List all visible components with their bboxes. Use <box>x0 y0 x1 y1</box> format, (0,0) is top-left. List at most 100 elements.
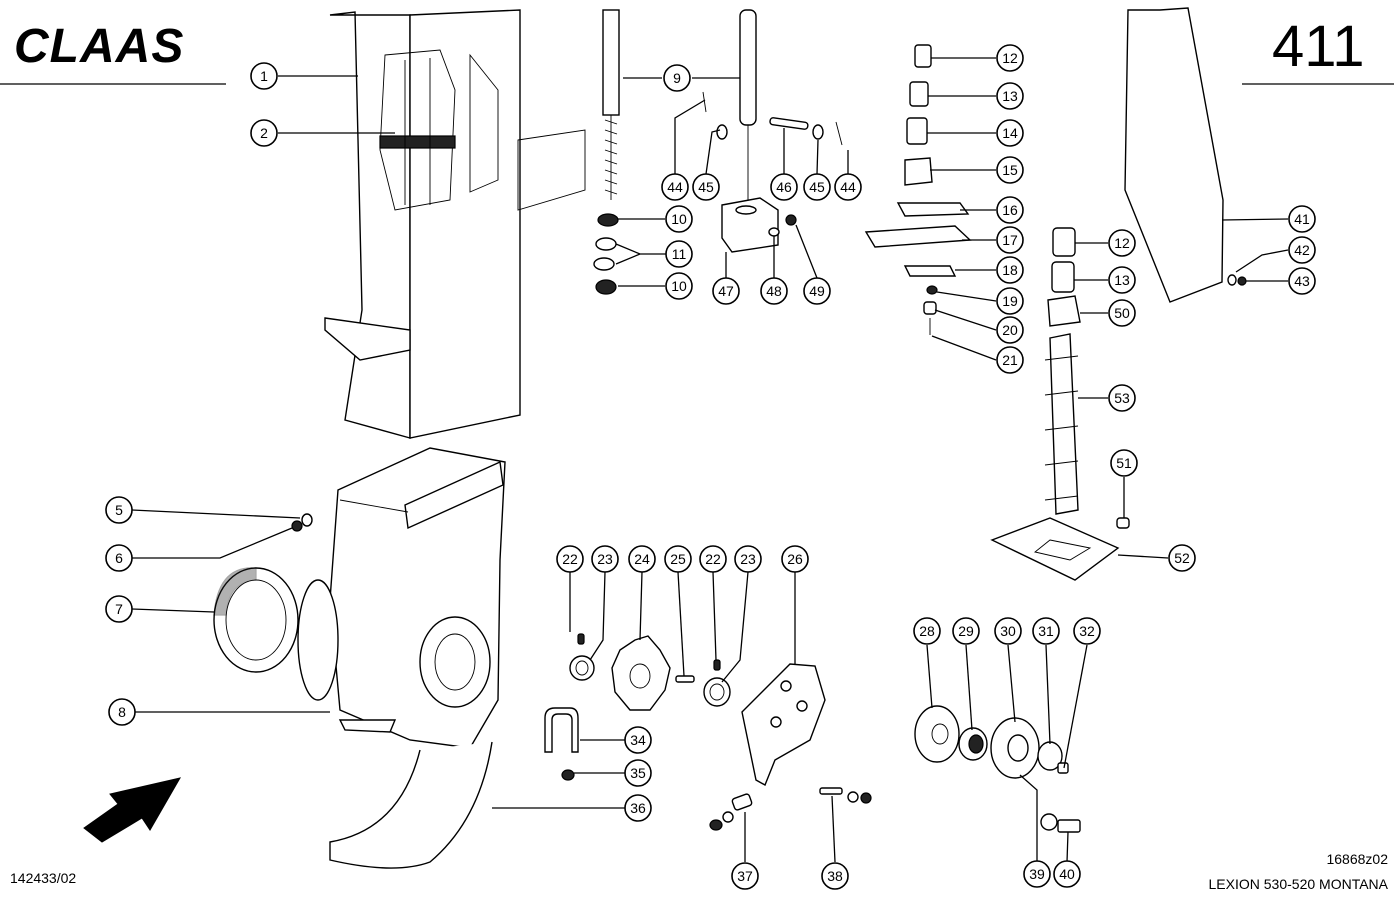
callout-21: 21 <box>996 346 1024 374</box>
svg-text:10: 10 <box>671 278 687 294</box>
chain-links-drawing <box>864 44 972 335</box>
callout-42: 42 <box>1288 236 1316 264</box>
svg-text:47: 47 <box>718 283 734 299</box>
svg-text:22: 22 <box>562 551 578 567</box>
svg-text:53: 53 <box>1114 390 1130 406</box>
callout-43: 43 <box>1288 267 1316 295</box>
leader-lines <box>131 57 1289 863</box>
fan-housing-drawing <box>213 447 506 869</box>
chain-assembly-drawing <box>990 227 1130 581</box>
callout-44: 44 <box>661 173 689 201</box>
callout-23: 23 <box>734 545 762 573</box>
svg-text:40: 40 <box>1059 866 1075 882</box>
svg-text:9: 9 <box>673 70 681 86</box>
callout-22: 22 <box>699 545 727 573</box>
callout-1: 1 <box>250 62 278 90</box>
callout-31: 31 <box>1032 617 1060 645</box>
svg-text:24: 24 <box>634 551 650 567</box>
brand-logo: CLAAS <box>14 20 184 73</box>
callout-34: 34 <box>624 726 652 754</box>
callout-23: 23 <box>591 545 619 573</box>
svg-text:20: 20 <box>1002 322 1018 338</box>
bearing-set-drawing <box>914 705 1081 833</box>
svg-text:43: 43 <box>1294 273 1310 289</box>
svg-text:48: 48 <box>766 283 782 299</box>
callout-48: 48 <box>760 277 788 305</box>
svg-text:11: 11 <box>672 246 687 262</box>
svg-text:23: 23 <box>740 551 756 567</box>
svg-text:25: 25 <box>670 551 686 567</box>
svg-text:7: 7 <box>115 601 123 617</box>
callout-45: 45 <box>803 173 831 201</box>
svg-text:42: 42 <box>1294 242 1310 258</box>
drawing-code: 16868z02 <box>1326 851 1388 867</box>
callout-14: 14 <box>996 119 1024 147</box>
svg-text:22: 22 <box>705 551 721 567</box>
footer: 142433/02 16868z02 LEXION 530-520 MONTAN… <box>10 851 1389 892</box>
callout-50: 50 <box>1108 299 1136 327</box>
callout-25: 25 <box>664 545 692 573</box>
callout-28: 28 <box>913 617 941 645</box>
svg-text:29: 29 <box>958 623 974 639</box>
svg-text:45: 45 <box>809 179 825 195</box>
svg-text:18: 18 <box>1002 262 1018 278</box>
callout-47: 47 <box>712 277 740 305</box>
callout-5: 5 <box>105 496 133 524</box>
callout-35: 35 <box>624 759 652 787</box>
svg-text:51: 51 <box>1116 455 1132 471</box>
svg-text:35: 35 <box>630 765 646 781</box>
callout-20: 20 <box>996 316 1024 344</box>
svg-text:37: 37 <box>737 868 753 884</box>
svg-text:12: 12 <box>1114 235 1130 251</box>
svg-text:30: 30 <box>1000 623 1016 639</box>
svg-text:46: 46 <box>776 179 792 195</box>
svg-text:36: 36 <box>630 800 646 816</box>
svg-text:19: 19 <box>1002 293 1018 309</box>
svg-text:50: 50 <box>1114 305 1130 321</box>
callout-13: 13 <box>1108 266 1136 294</box>
tensioner-rods-drawing <box>593 9 843 295</box>
callout-46: 46 <box>770 173 798 201</box>
svg-text:44: 44 <box>840 179 856 195</box>
callout-41: 41 <box>1288 205 1316 233</box>
svg-text:52: 52 <box>1174 550 1190 566</box>
svg-text:15: 15 <box>1002 162 1018 178</box>
svg-text:12: 12 <box>1002 50 1018 66</box>
callout-49: 49 <box>803 277 831 305</box>
svg-text:32: 32 <box>1079 623 1095 639</box>
header: CLAAS 411 <box>0 14 1394 85</box>
callout-30: 30 <box>994 617 1022 645</box>
callout-7: 7 <box>105 595 133 623</box>
svg-text:5: 5 <box>115 502 123 518</box>
svg-text:16: 16 <box>1002 202 1018 218</box>
callout-40: 40 <box>1053 860 1081 888</box>
callout-45: 45 <box>692 173 720 201</box>
callout-13: 13 <box>996 82 1024 110</box>
svg-text:41: 41 <box>1294 211 1310 227</box>
side-panel-drawing <box>1124 7 1247 303</box>
svg-text:28: 28 <box>919 623 935 639</box>
callout-9: 9 <box>663 64 691 92</box>
callout-10: 10 <box>665 205 693 233</box>
callout-6: 6 <box>105 544 133 572</box>
callout-11: 11 <box>665 240 693 268</box>
document-code: 142433/02 <box>10 870 76 886</box>
sprocket-drawing <box>544 633 872 831</box>
svg-text:44: 44 <box>667 179 683 195</box>
callout-15: 15 <box>996 156 1024 184</box>
callout-12: 12 <box>1108 229 1136 257</box>
svg-text:49: 49 <box>809 283 825 299</box>
svg-text:8: 8 <box>118 704 126 720</box>
callout-19: 19 <box>996 287 1024 315</box>
svg-text:13: 13 <box>1002 88 1018 104</box>
callout-16: 16 <box>996 196 1024 224</box>
svg-text:2: 2 <box>260 125 268 141</box>
callout-18: 18 <box>996 256 1024 284</box>
callout-32: 32 <box>1073 617 1101 645</box>
callout-51: 51 <box>1110 449 1138 477</box>
callout-24: 24 <box>628 545 656 573</box>
elevator-housing-drawing <box>324 9 586 439</box>
callout-36: 36 <box>624 794 652 822</box>
callout-17: 17 <box>996 226 1024 254</box>
